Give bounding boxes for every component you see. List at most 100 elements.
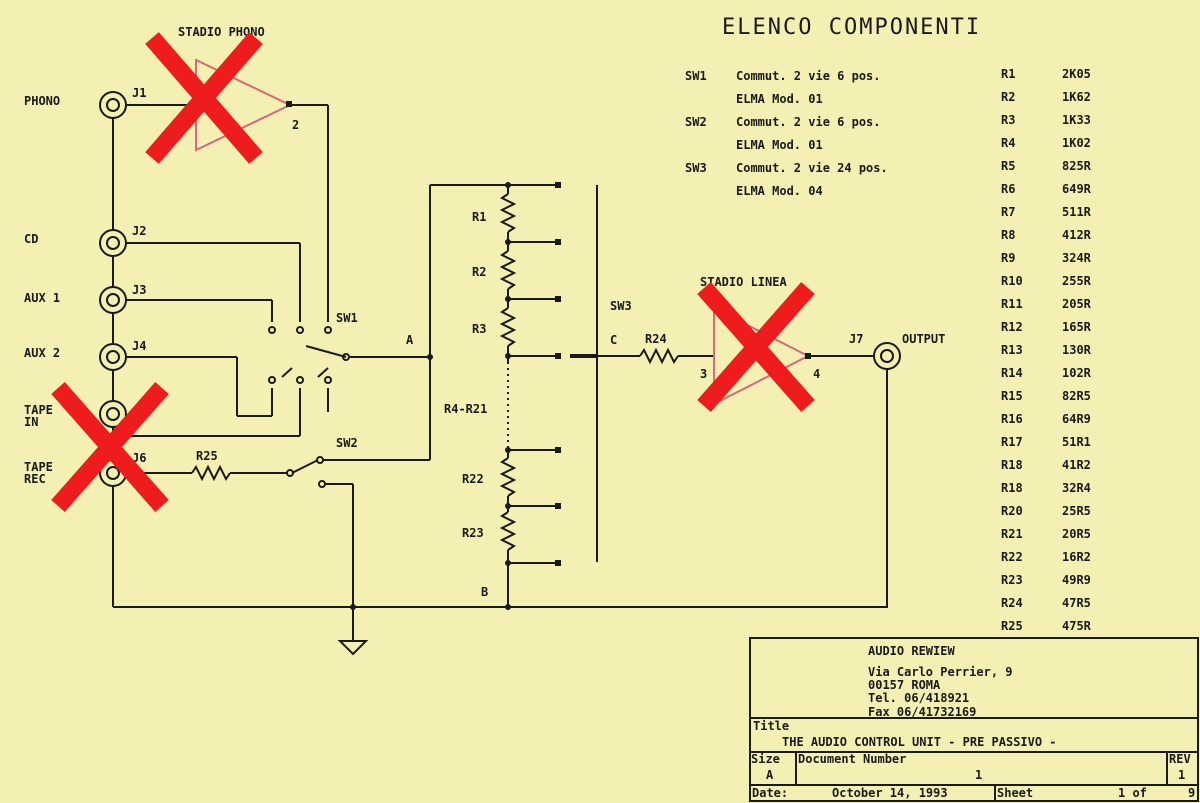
switch-desc: Commut. 2 vie 6 pos.: [736, 115, 881, 129]
input-label-cd: CD: [24, 232, 38, 246]
company-name: AUDIO REWIEW: [868, 644, 955, 658]
resistor-value: 16R2: [1062, 550, 1091, 564]
resistor-ref: R24: [1001, 596, 1023, 610]
jack-j4-core: [106, 350, 120, 364]
jack-j2-core: [106, 236, 120, 250]
switch-model: ELMA Mod. 01: [736, 138, 823, 152]
resistor-ref: R9: [1001, 251, 1015, 265]
ground-symbol: [337, 640, 369, 656]
jack-j1-core: [106, 98, 120, 112]
resistor-ref: R23: [1001, 573, 1023, 587]
resistor-ref: R22: [1001, 550, 1023, 564]
switch-wiper: [305, 345, 347, 358]
resistor-value: 47R5: [1062, 596, 1091, 610]
sw2-label: SW2: [336, 436, 358, 450]
parts-list-title: ELENCO COMPONENTI: [722, 15, 981, 40]
resistor-value: 49R9: [1062, 573, 1091, 587]
junction-dot: [350, 604, 356, 610]
phono-stage-label: STADIO PHONO: [178, 25, 265, 39]
resistor-ref: R18: [1001, 481, 1023, 495]
input-label-phono: PHONO: [24, 94, 60, 108]
resistor-value: 1K33: [1062, 113, 1091, 127]
date-label: Date:: [752, 786, 788, 800]
r24-label: R24: [645, 332, 667, 346]
tap-dot: [505, 560, 511, 566]
date-value: October 14, 1993: [832, 786, 948, 800]
resistor-ref: R3: [1001, 113, 1015, 127]
resistor-ref: R11: [1001, 297, 1023, 311]
resistor-ref: R2: [1001, 90, 1015, 104]
tap-end: [555, 239, 561, 245]
switch-ref: SW1: [685, 69, 707, 83]
line-stage: STADIO LINEA 3 4: [697, 275, 820, 412]
jack-j5-core: [106, 407, 120, 421]
switch-ref: SW3: [685, 161, 707, 175]
resistor-ref: R17: [1001, 435, 1023, 449]
resistor-ref: R20: [1001, 504, 1023, 518]
resistor-ref: R12: [1001, 320, 1023, 334]
tap-end: [555, 447, 561, 453]
ladder-label-r1: R1: [472, 210, 486, 224]
r25-label: R25: [196, 449, 218, 463]
resistor-value: 102R: [1062, 366, 1092, 380]
j7-label: J7: [849, 332, 863, 346]
resistor-value: 32R4: [1062, 481, 1091, 495]
switch-contact: [296, 326, 304, 334]
resistor-value: 205R: [1062, 297, 1092, 311]
switch-contact: [268, 376, 276, 384]
node-a-label: A: [406, 333, 414, 347]
jack-j6-core: [106, 466, 120, 480]
resistor-ref: R7: [1001, 205, 1015, 219]
resistor-ref: R14: [1001, 366, 1023, 380]
node-b-label: B: [481, 585, 488, 599]
tap-dot: [505, 503, 511, 509]
company-fax: Fax 06/41732169: [868, 705, 976, 719]
docnum-label: Document Number: [798, 752, 906, 766]
resistor-value: 511R: [1062, 205, 1092, 219]
output-label: OUTPUT: [902, 332, 945, 346]
resistor-ref: R15: [1001, 389, 1023, 403]
switch-desc: Commut. 2 vie 6 pos.: [736, 69, 881, 83]
tap-end: [555, 503, 561, 509]
wiring: SW1 A SW2 R25 B: [112, 104, 945, 656]
size-value: A: [766, 768, 774, 782]
input-label-tape-in-2: IN: [24, 415, 38, 429]
company-city: 00157 ROMA: [868, 678, 941, 692]
tap-end: [555, 296, 561, 302]
resistor-r25: [191, 464, 231, 482]
jack-label-j3: J3: [132, 283, 146, 297]
sheet-label: Sheet: [997, 786, 1033, 800]
input-label-tape-rec-1: TAPE: [24, 460, 53, 474]
resistor-value: 2K05: [1062, 67, 1091, 81]
size-label: Size: [751, 752, 780, 766]
resistor-ref: R13: [1001, 343, 1023, 357]
resistor-value: 64R9: [1062, 412, 1091, 426]
sw3-label: SW3: [610, 299, 632, 313]
ladder-label-r3: R3: [472, 322, 486, 336]
cross-mark-line: [697, 282, 815, 412]
cross-mark-phono: [145, 32, 263, 164]
resistor-value: 1K02: [1062, 136, 1091, 150]
line-stage-label: STADIO LINEA: [700, 275, 787, 289]
resistor-r2: [499, 250, 517, 290]
resistor-value: 825R: [1062, 159, 1092, 173]
docnum-value: 1: [975, 768, 982, 782]
jack-label-j4: J4: [132, 339, 146, 353]
resistor-ref: R18: [1001, 458, 1023, 472]
resistor-value: 412R: [1062, 228, 1092, 242]
resistor-ref: R4: [1001, 136, 1015, 150]
resistor-value: 1K62: [1062, 90, 1091, 104]
jack-j2: [99, 229, 127, 257]
resistor-ref: R25: [1001, 619, 1023, 633]
tap-dot: [505, 447, 511, 453]
wire: [281, 367, 293, 378]
resistor-value: 41R2: [1062, 458, 1091, 472]
switch-contact: [268, 326, 276, 334]
switch-wiper: [291, 459, 319, 474]
jack-label-j1: J1: [132, 86, 146, 100]
resistor-ref: R8: [1001, 228, 1015, 242]
resistor-r3: [499, 307, 517, 347]
